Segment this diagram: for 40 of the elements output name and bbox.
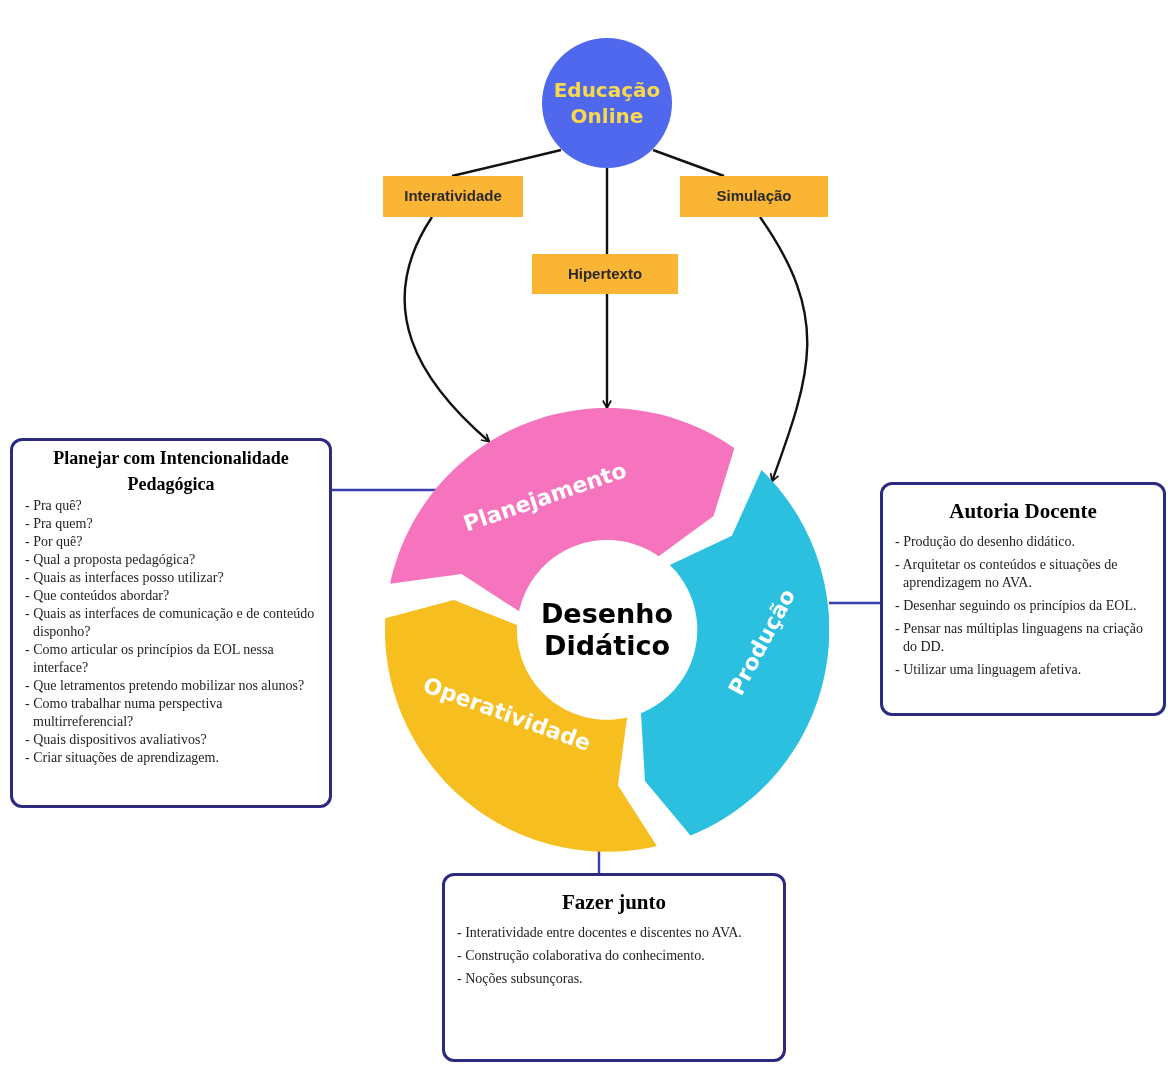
list-item: - Qual a proposta pedagógica? [25, 551, 197, 569]
connector-line [332, 488, 436, 492]
card-heading: Autoria Docente [948, 498, 1098, 525]
list-item: - Quais as interfaces de comunicação e de conteúdo disponho? [25, 605, 316, 641]
list-item: - Criar situações de aprendizagem. [25, 749, 220, 767]
list-item: - Por quê? [25, 533, 84, 551]
list-item: - Desenhar seguindo os princípios da EOL. [895, 597, 1138, 615]
connector-line [605, 168, 609, 254]
connector-line [451, 148, 562, 178]
center-label: Desenho Didático [539, 598, 675, 662]
list-item: - Pra quê? [25, 497, 83, 515]
connector-line [597, 851, 601, 873]
concept-box: Simulação [680, 176, 828, 217]
arrow [403, 216, 491, 443]
list-item: - Como trabalhar numa perspectiva multirreferencial? [25, 695, 224, 731]
text-card [880, 482, 1166, 716]
list-item: - Arquitetar os conteúdos e situações de aprendizagem no AVA. [895, 556, 1119, 592]
connector-line [652, 148, 725, 178]
list-item: - Noções subsunçoras. [457, 970, 584, 988]
arrow [602, 294, 612, 409]
list-item: - Utilizar uma linguagem afetiva. [895, 661, 1083, 679]
concept-box: Interatividade [383, 176, 523, 217]
list-item: - Que conteúdos abordar? [25, 587, 171, 605]
list-item: - Quais dispositivos avaliativos? [25, 731, 208, 749]
connector-line [829, 601, 880, 605]
list-item: - Pra quem? [25, 515, 94, 533]
circle-label: Educação Online [552, 77, 662, 129]
text-card [442, 873, 786, 1062]
arrow [759, 216, 809, 483]
card-heading: Planejar com Intencionalidade Pedagógica [52, 447, 290, 496]
card-heading: Fazer junto [561, 889, 667, 916]
list-item: - Que letramentos pretendo mobilizar nos alunos? [25, 677, 306, 695]
list-item: - Produção do desenho didático. [895, 533, 1076, 551]
concept-box: Hipertexto [532, 254, 678, 294]
text-card [10, 438, 332, 808]
list-item: - Como articular os princípios da EOL nessa interface? [25, 641, 275, 677]
list-item: - Interatividade entre docentes e discentes no AVA. [457, 924, 743, 942]
list-item: - Pensar nas múltiplas linguagens na criação do DD. [895, 620, 1145, 656]
list-item: - Construção colaborativa do conhecimento. [457, 947, 706, 965]
list-item: - Quais as interfaces posso utilizar? [25, 569, 225, 587]
